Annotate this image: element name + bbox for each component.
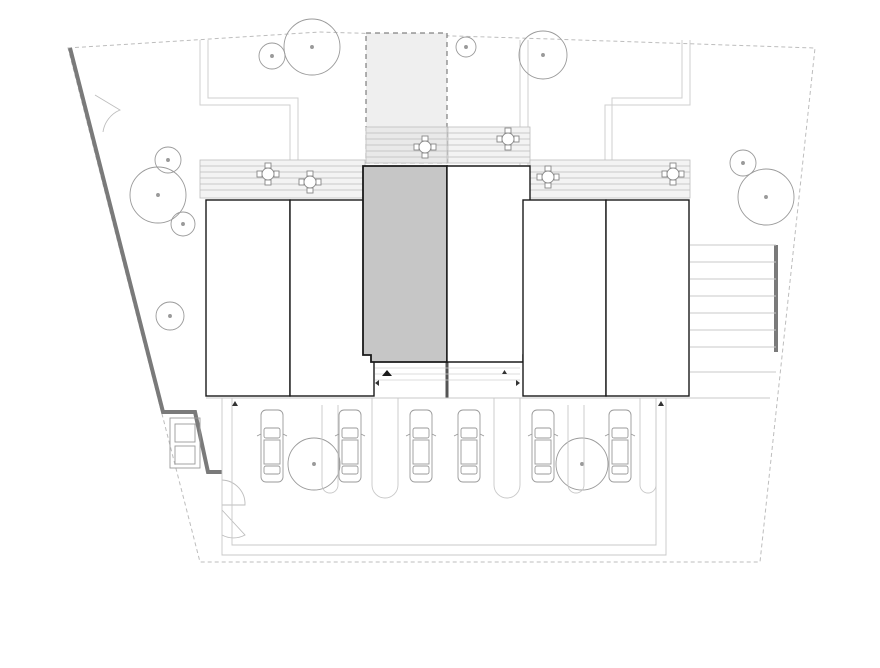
triangle-arrow-icon [232, 401, 238, 406]
unit-2 [289, 199, 375, 397]
entrance-markers [232, 370, 664, 406]
patio-table-icon [413, 135, 437, 159]
triangle-arrow-icon [516, 380, 520, 386]
tree-icon [555, 437, 609, 491]
patio-table-icon [298, 170, 322, 194]
patio-table-icon [496, 127, 520, 151]
patio-deck-center-right [447, 126, 531, 164]
parking-lot [206, 397, 770, 556]
tree-icon [283, 18, 341, 76]
car-icon [405, 409, 437, 483]
gate-top-left [94, 94, 121, 133]
building-units [205, 165, 690, 397]
tree-icon [737, 168, 795, 226]
bin-store [169, 417, 201, 469]
entry-steps [375, 367, 520, 381]
car-icon [334, 409, 366, 483]
tree-icon [258, 42, 286, 70]
patio-deck-center-left [365, 126, 448, 164]
gate-bottom-left [221, 479, 246, 506]
patio-table-icon [256, 162, 280, 186]
tree-icon [170, 211, 196, 237]
triangle-arrow-icon [382, 370, 392, 376]
tree-icon [729, 149, 757, 177]
patio-table-icon [661, 162, 685, 186]
car-icon [527, 409, 559, 483]
site-boundary [67, 31, 816, 563]
unit-6 [605, 199, 690, 397]
gate-bottom-left-2 [221, 509, 246, 539]
patio-tables [256, 127, 685, 194]
unit-5 [522, 199, 607, 397]
patio-deck-left [199, 159, 366, 199]
triangle-arrow-icon [658, 401, 664, 406]
car-icon [256, 409, 288, 483]
left-boundary-wall [68, 47, 222, 474]
tree-icon [287, 437, 341, 491]
unit-4 [446, 165, 531, 363]
triangle-arrow-icon [375, 380, 379, 386]
car-icon [604, 409, 636, 483]
unit-3-highlighted [362, 165, 448, 363]
patio-table-icon [536, 165, 560, 189]
tree-icon [129, 166, 187, 224]
tree-icon [154, 146, 182, 174]
tree-icon [455, 36, 477, 58]
tree-icon [155, 301, 185, 331]
car-icon [453, 409, 485, 483]
stairs [690, 244, 776, 373]
tree-icon [518, 30, 568, 80]
patio-decks [199, 126, 691, 199]
trees [129, 18, 795, 491]
triangle-arrow-icon [502, 370, 507, 374]
cars [256, 409, 636, 483]
gates [94, 94, 246, 539]
unit-1 [205, 199, 291, 397]
